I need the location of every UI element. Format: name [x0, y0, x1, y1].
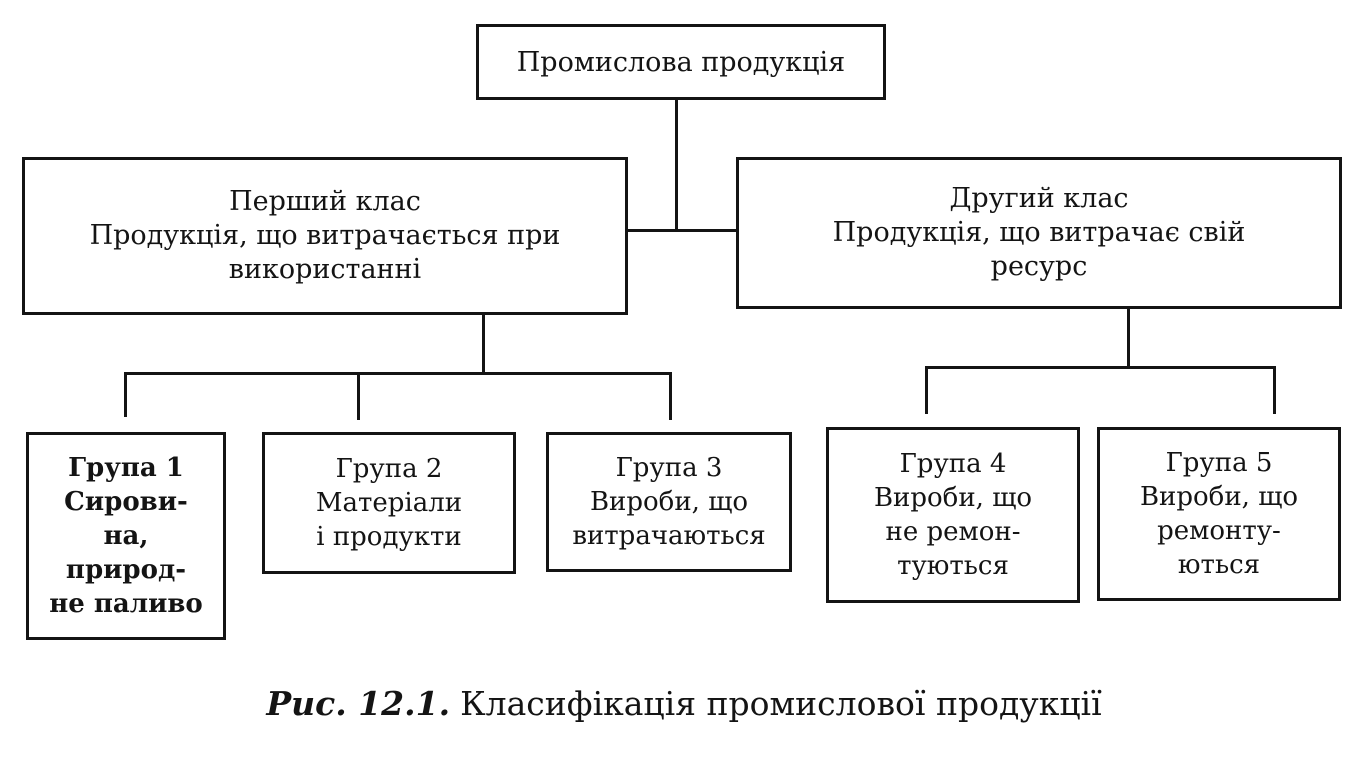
class-node-first: Перший клас Продукція, що витрачається п…	[22, 157, 628, 315]
connector-root-down	[675, 100, 678, 230]
figure-number: Рис. 12.1.	[266, 684, 451, 723]
connector-to-group-5	[1273, 366, 1276, 414]
class-first-line-3: використанні	[228, 254, 422, 285]
group-5-line-1: Група 5	[1165, 448, 1273, 478]
figure-caption-text: Класифікація промислової продукції	[460, 684, 1102, 723]
group-1-line-1: Група 1	[68, 453, 184, 483]
group-node-3: Група 3 Вироби, що витрачаються	[546, 432, 792, 572]
figure-caption: Рис. 12.1.Класифікація промислової проду…	[0, 684, 1368, 723]
group-2-line-1: Група 2	[335, 454, 443, 484]
class-second-title: Другий клас	[949, 183, 1129, 214]
class-first-line-2: Продукція, що витрачається при	[89, 220, 561, 251]
connector-first-class-down	[482, 315, 485, 373]
group-4-line-3: не ремон-	[885, 517, 1021, 547]
group-node-5: Група 5 Вироби, що ремонту- ються	[1097, 427, 1341, 601]
group-5-line-2: Вироби, що	[1139, 482, 1299, 512]
group-5-line-3: ремонту-	[1157, 516, 1281, 546]
class-node-second: Другий клас Продукція, що витрачає свій …	[736, 157, 1342, 309]
group-1-line-4: природ-	[65, 555, 187, 585]
root-node-industrial-products: Промислова продукція	[476, 24, 886, 100]
group-3-line-1: Група 3	[615, 453, 723, 483]
group-2-line-2: Матеріали	[315, 488, 463, 518]
connector-to-group-3	[669, 372, 672, 420]
group-node-2: Група 2 Матеріали і продукти	[262, 432, 516, 574]
group-node-1: Група 1 Сирови- на, природ- не паливо	[26, 432, 226, 640]
group-1-line-5: не паливо	[49, 589, 203, 619]
connector-second-class-down	[1127, 309, 1130, 367]
class-second-line-3: ресурс	[990, 251, 1088, 282]
root-node-label: Промислова продукція	[516, 46, 846, 78]
class-first-title: Перший клас	[229, 186, 421, 217]
connector-second-class-horizontal	[925, 366, 1276, 369]
group-1-line-3: на,	[103, 521, 149, 551]
connector-to-group-2	[357, 372, 360, 420]
connector-to-group-1	[124, 372, 127, 417]
group-node-4: Група 4 Вироби, що не ремон- туються	[826, 427, 1080, 603]
group-1-line-2: Сирови-	[64, 487, 188, 517]
connector-to-group-4	[925, 366, 928, 414]
group-3-line-3: витрачаються	[572, 521, 766, 551]
connector-classes-horizontal	[628, 229, 736, 232]
class-second-line-2: Продукція, що витрачає свій	[832, 217, 1246, 248]
connector-first-class-horizontal	[124, 372, 672, 375]
group-4-line-2: Вироби, що	[873, 483, 1033, 513]
group-3-line-2: Вироби, що	[589, 487, 749, 517]
group-2-line-3: і продукти	[316, 522, 462, 552]
group-5-line-4: ються	[1177, 550, 1261, 580]
group-4-line-4: туються	[897, 551, 1009, 581]
group-4-line-1: Група 4	[899, 449, 1007, 479]
